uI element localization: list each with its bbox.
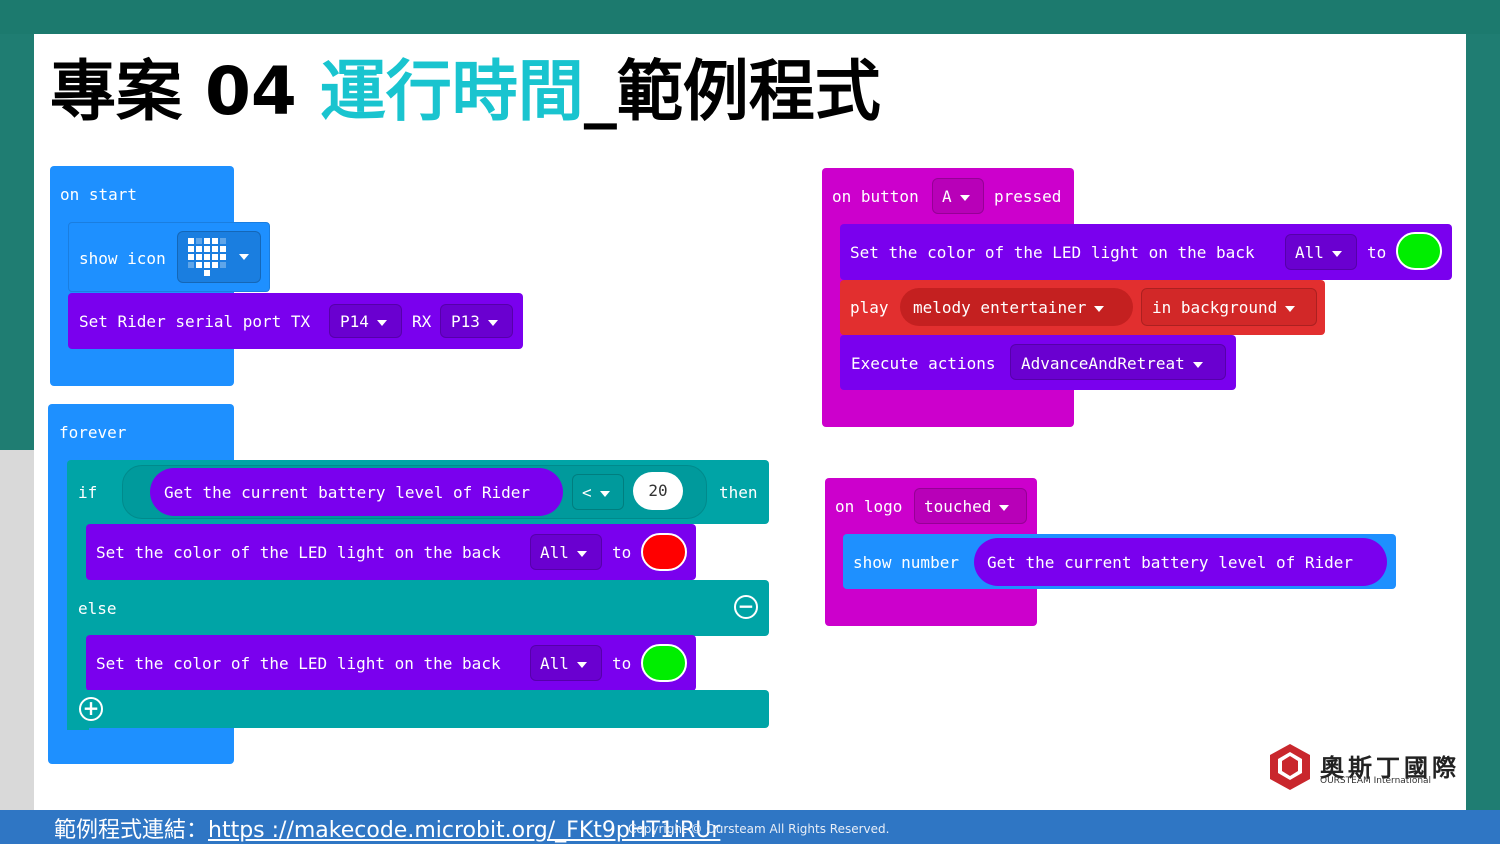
title-suffix: _範例程式 — [583, 53, 881, 130]
melody-value: melody entertainer — [913, 298, 1105, 317]
set-green-to: to — [612, 654, 632, 673]
makecode-link[interactable]: https ://makecode.microbit.org/_FKt9pHT1… — [208, 818, 721, 843]
compare-op-value: < — [582, 483, 610, 502]
on-logo-label: on logo — [835, 497, 903, 516]
green-color-picker[interactable] — [641, 644, 687, 682]
logo-chinese-text: 奧斯丁國際 — [1320, 754, 1460, 782]
left-decoration — [0, 450, 34, 810]
oursteam-logo: 奧斯丁國際 OURSTEAM International — [1268, 742, 1468, 794]
rx-dropdown[interactable] — [440, 304, 513, 338]
button-set-color-target-dropdown[interactable] — [1285, 234, 1357, 270]
button-dropdown[interactable] — [932, 178, 984, 214]
if-label: if — [78, 483, 98, 502]
threshold-input[interactable]: 20 — [633, 472, 683, 510]
show-number-reporter-label: Get the current battery level of Rider — [987, 553, 1354, 572]
footer-bar — [0, 810, 1500, 844]
play-label: play — [850, 298, 889, 317]
top-band — [0, 0, 1500, 34]
button-value: A — [942, 187, 970, 206]
button-set-color-target: All — [1295, 243, 1342, 262]
logo-english-text: OURSTEAM International — [1320, 776, 1432, 786]
action-value: AdvanceAndRetreat — [1021, 354, 1203, 373]
action-dropdown[interactable] — [1010, 344, 1226, 380]
play-mode-value: in background — [1152, 298, 1296, 317]
cube-logo-icon — [1270, 744, 1310, 790]
button-set-color-to: to — [1367, 243, 1387, 262]
copyright-text: Copyright © Oursteam All Rights Reserved… — [628, 822, 890, 836]
show-number-reporter[interactable] — [974, 538, 1387, 586]
melody-dropdown[interactable] — [900, 288, 1133, 326]
on-button-label: on button — [832, 187, 919, 206]
set-green-label: Set the color of the LED light on the ba… — [96, 654, 501, 673]
footer-link-row: 範例程式連結：https ://makecode.microbit.org/_F… — [54, 812, 720, 844]
button-set-color-label: Set the color of the LED light on the ba… — [850, 243, 1255, 262]
pressed-label: pressed — [994, 187, 1062, 206]
show-number-label: show number — [853, 553, 959, 572]
battery-reporter[interactable] — [150, 468, 563, 516]
set-red-to: to — [612, 543, 632, 562]
rx-label: RX — [412, 312, 432, 331]
set-green-target-dropdown[interactable] — [530, 645, 602, 681]
on-start-label: on start — [60, 185, 138, 204]
remove-else-icon[interactable]: − — [734, 595, 758, 619]
set-red-target-dropdown[interactable] — [530, 534, 602, 570]
set-red-label: Set the color of the LED light on the ba… — [96, 543, 501, 562]
set-green-target: All — [540, 654, 587, 673]
execute-label: Execute actions — [851, 354, 996, 373]
link-label: 範例程式連結： — [54, 818, 209, 843]
page-title: 專案 04 運行時間_範例程式 — [50, 52, 881, 132]
then-label: then — [719, 483, 758, 502]
rx-value: P13 — [451, 312, 498, 331]
set-red-target: All — [540, 543, 587, 562]
button-green-color-picker[interactable] — [1396, 232, 1442, 270]
heart-icon — [188, 238, 226, 276]
battery-reporter-label: Get the current battery level of Rider — [164, 483, 531, 502]
else-label: else — [78, 599, 117, 618]
icon-dropdown-caret — [239, 254, 249, 260]
red-color-picker[interactable] — [641, 533, 687, 571]
else-bar — [67, 580, 769, 636]
tx-dropdown[interactable] — [329, 304, 402, 338]
add-else-icon[interactable]: + — [79, 697, 103, 721]
forever-label: forever — [59, 423, 127, 442]
title-prefix: 專案 04 — [50, 53, 320, 130]
show-icon-label: show icon — [79, 249, 166, 268]
tx-value: P14 — [340, 312, 387, 331]
set-serial-label: Set Rider serial port TX — [79, 312, 311, 331]
logo-event-value: touched — [924, 497, 1010, 516]
if-block-footer — [67, 690, 769, 728]
title-accent: 運行時間 — [319, 53, 584, 130]
compare-op-dropdown[interactable] — [572, 474, 624, 510]
